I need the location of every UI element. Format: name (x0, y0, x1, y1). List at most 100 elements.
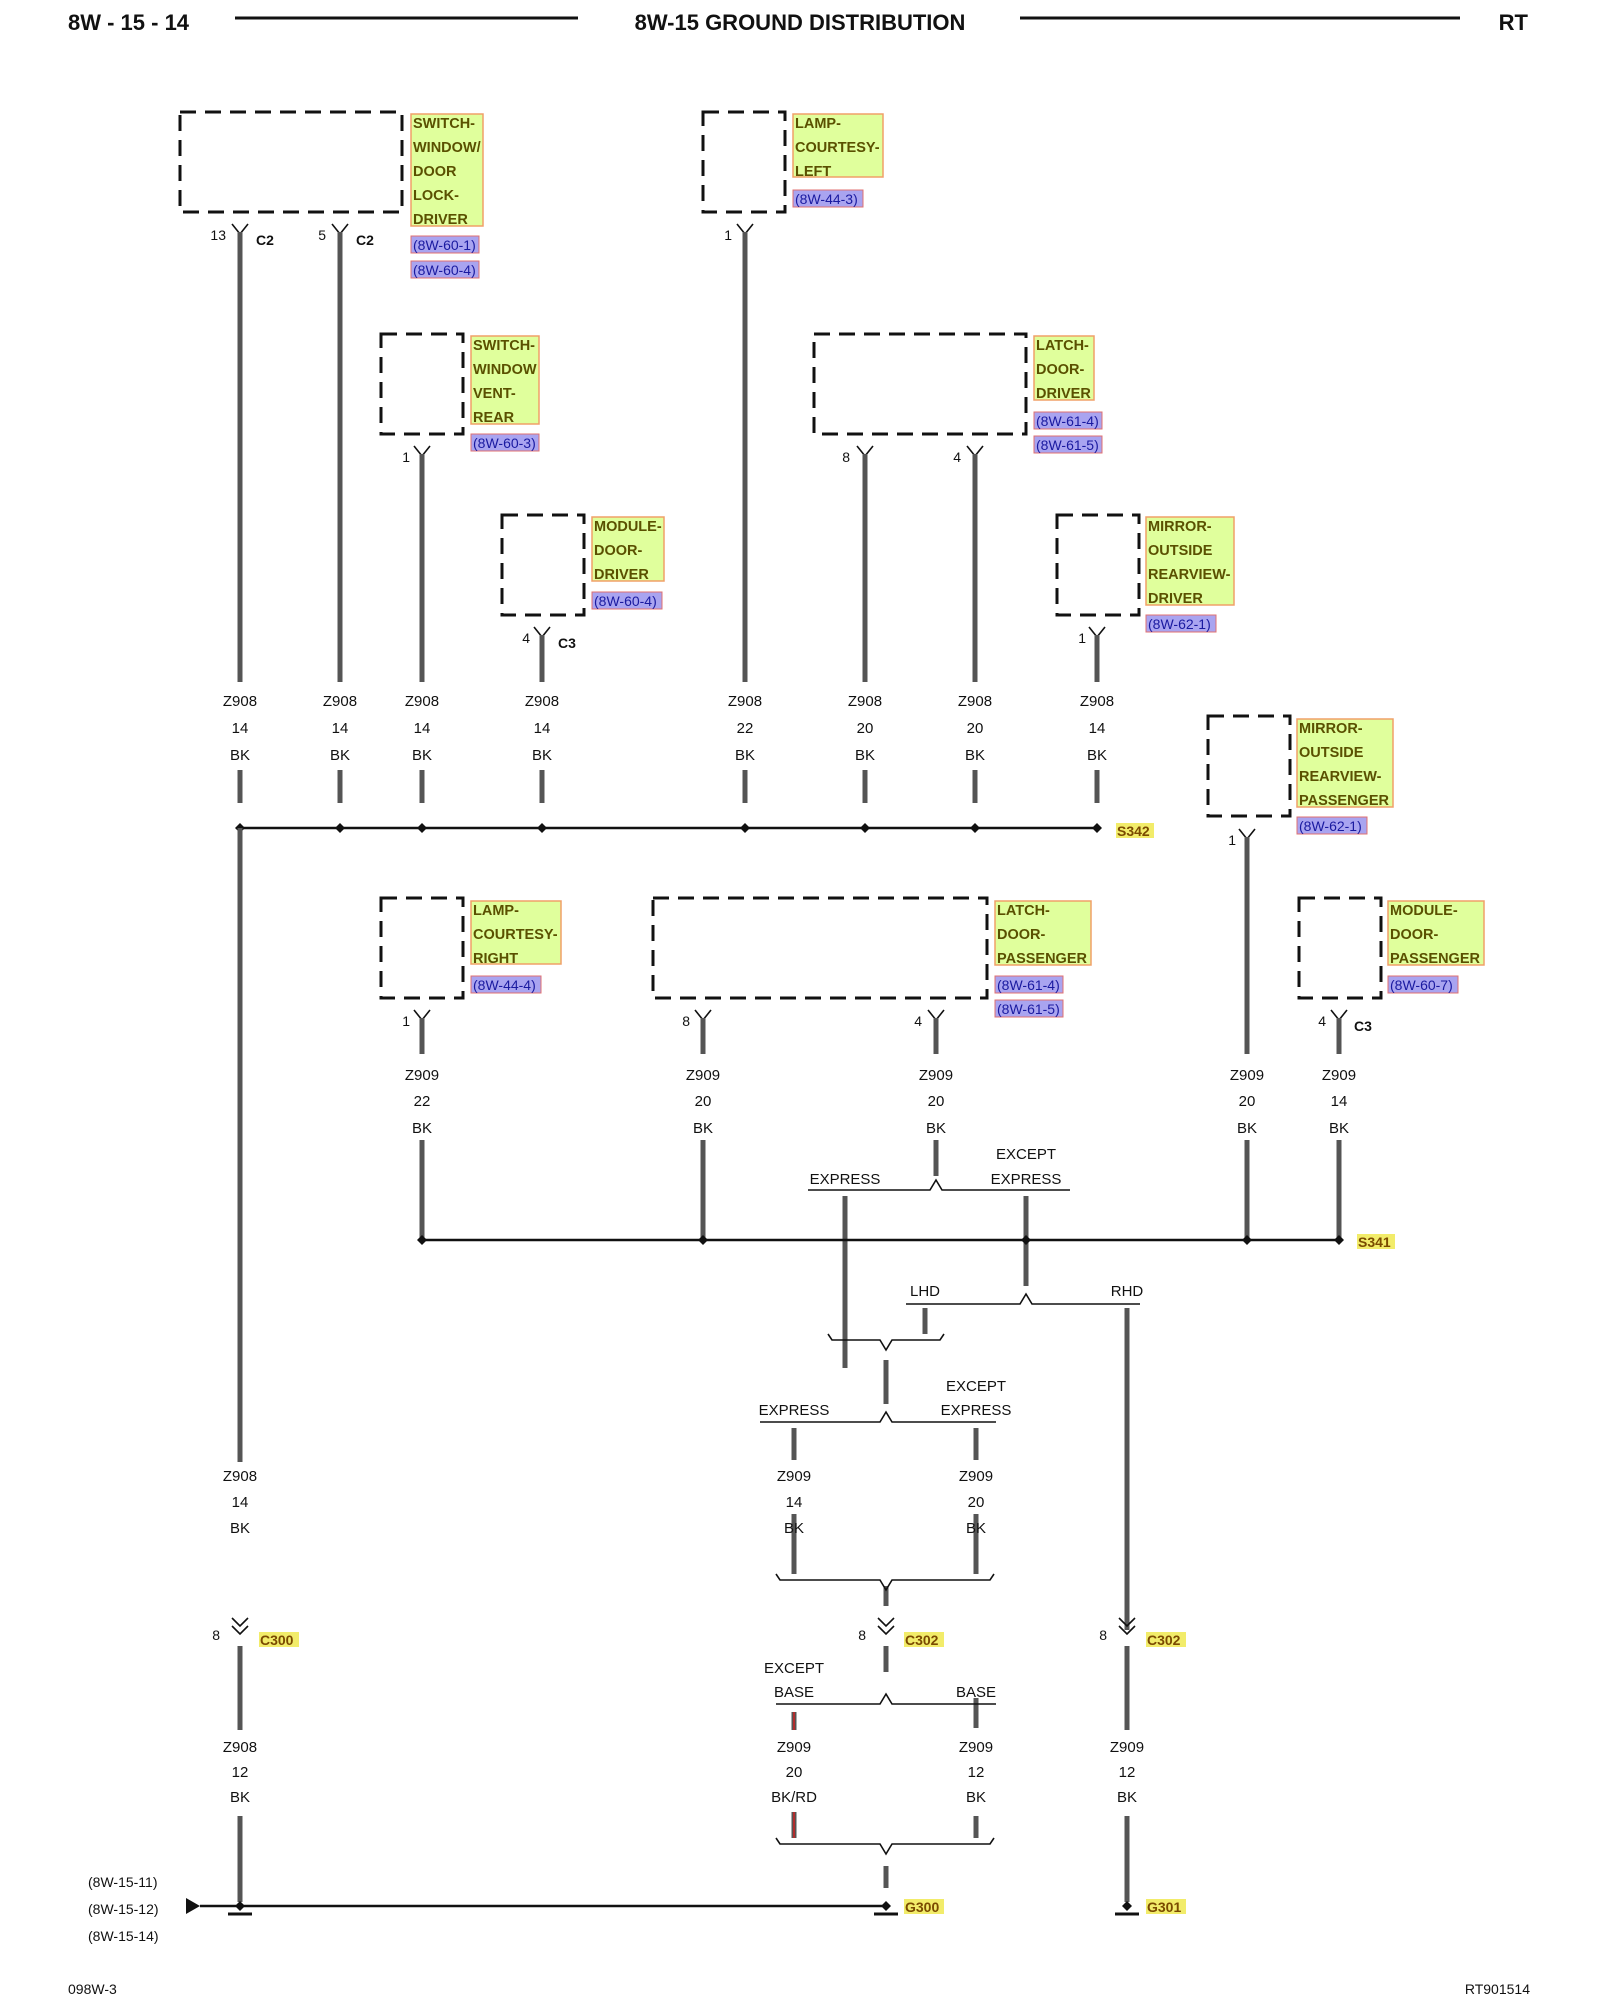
svg-text:COURTESY-: COURTESY- (473, 927, 558, 943)
svg-text:BK: BK (784, 1520, 804, 1537)
splice-s342[interactable]: S342 (1116, 823, 1154, 839)
connector-label: C3 (558, 635, 576, 651)
splice-s341[interactable]: S341 (1357, 1234, 1395, 1250)
ref-link: (8W-61-5) (1036, 437, 1099, 453)
svg-text:BK: BK (330, 747, 350, 764)
label-module-door-driver[interactable]: MODULE- DOOR- DRIVER (8W-60-4) (591, 516, 665, 610)
pin-label: 1 (402, 1013, 410, 1029)
label-module-door-passenger[interactable]: MODULE- DOOR- PASSENGER (8W-60-7) (1387, 900, 1485, 994)
option-label: BASE (774, 1684, 814, 1701)
svg-text:DOOR-: DOOR- (997, 927, 1046, 943)
svg-text:Z909: Z909 (1322, 1067, 1356, 1084)
pin-label: 1 (402, 449, 410, 465)
svg-text:Z908: Z908 (323, 693, 357, 710)
svg-text:14: 14 (786, 1494, 803, 1511)
module-door-passenger-box (1297, 896, 1383, 1000)
svg-text:20: 20 (695, 1093, 712, 1110)
svg-text:G301: G301 (1147, 1899, 1181, 1915)
splice-dots-s341 (417, 1235, 1344, 1245)
svg-text:Z908: Z908 (405, 693, 439, 710)
svg-text:PASSENGER: PASSENGER (1299, 793, 1390, 809)
pin-label: 1 (724, 227, 732, 243)
svg-text:COURTESY-: COURTESY- (795, 140, 880, 156)
svg-text:14: 14 (1089, 720, 1106, 737)
svg-text:Z909: Z909 (959, 1739, 993, 1756)
svg-text:Z908: Z908 (223, 693, 257, 710)
page-code: 8W - 15 - 14 (68, 10, 190, 35)
page-ref-link[interactable]: (8W-15-14) (88, 1928, 159, 1944)
pin-label: 13 (210, 227, 226, 243)
svg-text:DOOR-: DOOR- (1036, 362, 1085, 378)
label-latch-door-passenger[interactable]: LATCH- DOOR- PASSENGER (8W-61-4) (8W-61-… (994, 900, 1092, 1018)
svg-text:MODULE-: MODULE- (1390, 903, 1458, 919)
pin-label: 8 (858, 1627, 866, 1643)
option-fork-express (808, 1178, 1070, 1191)
svg-text:BK: BK (966, 1520, 986, 1537)
ref-link: (8W-60-3) (473, 435, 536, 451)
page-ref-link[interactable]: (8W-15-12) (88, 1901, 159, 1917)
pin-label: 4 (522, 630, 530, 646)
svg-text:12: 12 (1119, 1764, 1136, 1781)
svg-text:C300: C300 (260, 1632, 294, 1648)
svg-text:BK: BK (230, 1789, 250, 1806)
label-latch-door-driver[interactable]: LATCH- DOOR- DRIVER (8W-61-4) (8W-61-5) (1033, 335, 1103, 454)
label-switch-window-vent-rear[interactable]: SWITCH- WINDOW VENT- REAR (8W-60-3) (470, 335, 540, 452)
page-ref-link[interactable]: (8W-15-11) (88, 1874, 158, 1890)
svg-text:14: 14 (232, 1494, 249, 1511)
ground-g300[interactable]: G300 (904, 1899, 944, 1915)
svg-text:REARVIEW-: REARVIEW- (1148, 567, 1231, 583)
label-lamp-courtesy-left[interactable]: LAMP- COURTESY- LEFT (8W-44-3) (792, 113, 884, 208)
connector-c302-right[interactable]: C302 (1146, 1632, 1186, 1648)
label-mirror-passenger[interactable]: MIRROR- OUTSIDE REARVIEW- PASSENGER (8W-… (1296, 718, 1394, 835)
svg-text:SWITCH-: SWITCH- (473, 338, 535, 354)
svg-text:PASSENGER: PASSENGER (997, 951, 1088, 967)
lamp-courtesy-left-box (701, 110, 787, 214)
svg-text:14: 14 (332, 720, 349, 737)
svg-text:LEFT: LEFT (795, 164, 831, 180)
ref-link: (8W-60-7) (1390, 977, 1453, 993)
merge-bracket-top (827, 1333, 945, 1352)
pin-label: 4 (914, 1013, 922, 1029)
ground-dots (235, 1901, 1132, 1911)
svg-text:VENT-: VENT- (473, 386, 516, 402)
svg-text:Z909: Z909 (686, 1067, 720, 1084)
label-lamp-courtesy-right[interactable]: LAMP- COURTESY- RIGHT (8W-44-4) (470, 900, 562, 994)
connector-c300[interactable]: C300 (259, 1632, 299, 1648)
footer-right-code: RT901514 (1465, 1981, 1530, 1997)
ref-link: (8W-61-4) (997, 977, 1060, 993)
option-label: EXCEPT (996, 1146, 1056, 1163)
svg-text:20: 20 (968, 1494, 985, 1511)
svg-text:G300: G300 (905, 1899, 939, 1915)
wires-upper (237, 232, 1100, 803)
option-label: RHD (1111, 1283, 1144, 1300)
page-continuation-arrow-icon[interactable] (186, 1898, 200, 1914)
svg-text:Z909: Z909 (777, 1739, 811, 1756)
svg-text:C302: C302 (1147, 1632, 1181, 1648)
option-label: EXPRESS (759, 1402, 830, 1419)
label-mirror-driver[interactable]: MIRROR- OUTSIDE REARVIEW- DRIVER (8W-62-… (1145, 516, 1235, 633)
svg-text:WINDOW/: WINDOW/ (413, 140, 481, 156)
svg-text:20: 20 (786, 1764, 803, 1781)
svg-text:S342: S342 (1117, 823, 1150, 839)
connector-label: C2 (256, 232, 274, 248)
pin-label: 8 (842, 449, 850, 465)
label-switch-window-lock-driver[interactable]: SWITCH- WINDOW/ DOOR LOCK- DRIVER (8W-60… (410, 113, 484, 279)
svg-text:DOOR: DOOR (413, 164, 457, 180)
svg-text:BK: BK (926, 1120, 946, 1137)
connector-label: C3 (1354, 1018, 1372, 1034)
ref-link: (8W-62-1) (1299, 818, 1362, 834)
connector-c302-mid[interactable]: C302 (904, 1632, 944, 1648)
svg-text:SWITCH-: SWITCH- (413, 116, 475, 132)
lamp-courtesy-right-box (379, 896, 465, 1000)
option-label: LHD (910, 1283, 940, 1300)
svg-text:BK: BK (693, 1120, 713, 1137)
svg-text:BK/RD: BK/RD (771, 1789, 817, 1806)
ground-g301[interactable]: G301 (1146, 1899, 1186, 1915)
svg-text:20: 20 (857, 720, 874, 737)
ref-link: (8W-61-5) (997, 1001, 1060, 1017)
svg-text:22: 22 (414, 1093, 431, 1110)
pin-label: 1 (1078, 630, 1086, 646)
option-label: EXCEPT (764, 1660, 824, 1677)
